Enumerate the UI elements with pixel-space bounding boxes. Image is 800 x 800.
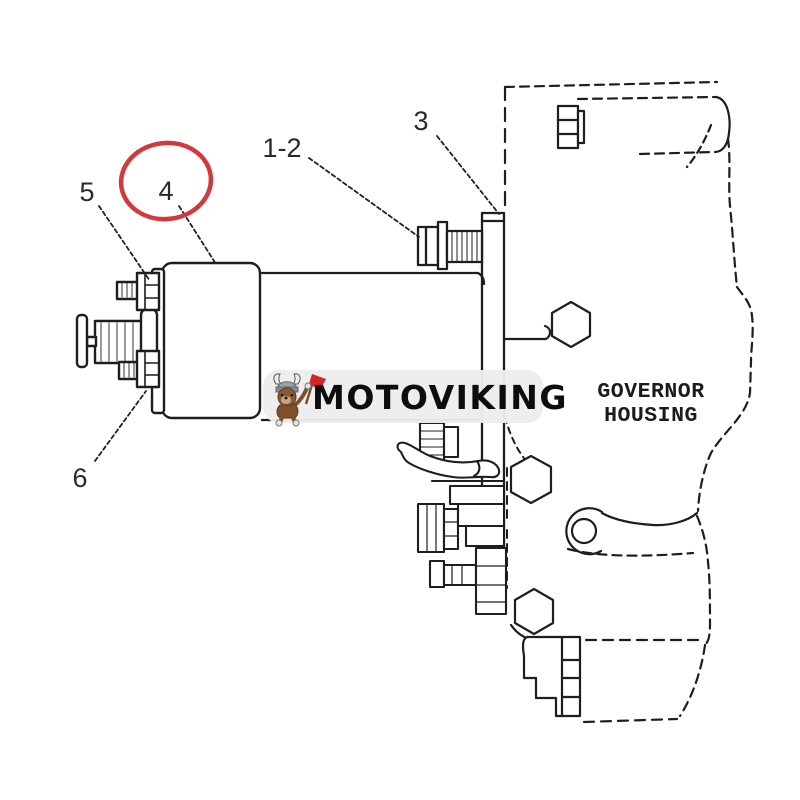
highlight-ellipse xyxy=(118,140,214,222)
leader-5 xyxy=(98,205,151,282)
mounting-bolt xyxy=(416,220,484,271)
watermark: MOTOVIKING xyxy=(263,370,568,427)
boss-bolt xyxy=(556,104,586,150)
hex-bolt-middle xyxy=(509,454,553,505)
terminal-stud-top xyxy=(115,271,161,312)
solenoid-assembly xyxy=(75,261,262,420)
callout-4: 4 xyxy=(158,176,173,206)
linkage-lever xyxy=(396,441,501,479)
viking-dog-mascot-icon xyxy=(273,373,326,427)
housing-lower-bracket xyxy=(521,635,582,718)
hex-bolt-upper xyxy=(550,300,592,349)
watermark-pill xyxy=(263,370,543,423)
callout-numbers: 5 4 1-2 3 6 xyxy=(72,106,428,493)
hex-bolt-lower xyxy=(513,587,555,636)
governor-housing: GOVERNOR HOUSING xyxy=(503,80,754,724)
leader-1-2 xyxy=(308,157,420,238)
leader-3 xyxy=(436,135,500,215)
callout-6: 6 xyxy=(72,463,87,493)
governor-housing-label-line2: HOUSING xyxy=(604,404,698,428)
leader-6 xyxy=(94,390,147,462)
terminal-stud-bottom xyxy=(117,349,161,389)
housing-lug-with-hole xyxy=(565,507,695,557)
callout-3: 3 xyxy=(413,106,428,136)
watermark-brand-text: MOTOVIKING xyxy=(312,378,568,417)
lower-linkage-cluster xyxy=(396,421,508,616)
bracket-top-line xyxy=(260,271,486,286)
callout-5: 5 xyxy=(79,177,94,207)
governor-housing-label-line1: GOVERNOR xyxy=(597,380,704,404)
solenoid-body xyxy=(160,261,262,420)
callout-1-2: 1-2 xyxy=(262,133,301,163)
housing-top-edge xyxy=(503,80,719,89)
